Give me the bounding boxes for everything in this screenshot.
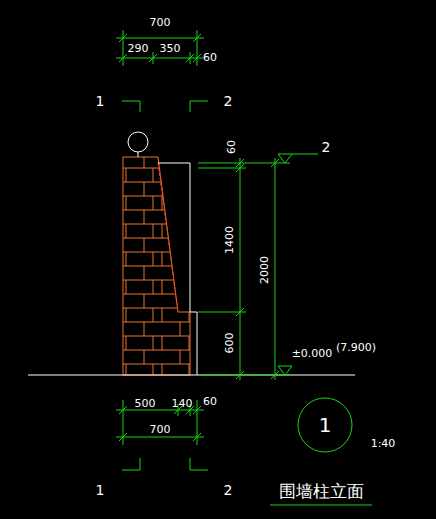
dimension-text: 600 xyxy=(224,333,235,354)
dimension-lines xyxy=(116,30,372,505)
dimension-text: 290 xyxy=(128,43,149,54)
dimension-text: 700 xyxy=(150,17,171,28)
dimension-text: (7.900) xyxy=(336,342,376,353)
dimension-text: 2 xyxy=(224,483,233,497)
dimension-text: 60 xyxy=(203,396,217,407)
dimension-text: 2 xyxy=(322,140,331,154)
dimension-text: 1 xyxy=(96,94,105,108)
dimension-text: ±0.000 xyxy=(292,348,333,359)
dimension-text: 1:40 xyxy=(371,438,396,449)
ground-line xyxy=(28,375,355,376)
drawing-title: 围墙柱立面 xyxy=(279,480,364,503)
dimension-text: 2 xyxy=(224,94,233,108)
dimension-text: 1 xyxy=(96,483,105,497)
dimension-text: 500 xyxy=(135,398,156,409)
dimension-text: 60 xyxy=(203,52,217,63)
dimension-text: 700 xyxy=(150,424,171,435)
dimension-text: 140 xyxy=(172,398,193,409)
detail-circle: 1 xyxy=(298,398,352,452)
brick-column xyxy=(123,132,197,375)
detail-number: 1 xyxy=(298,413,352,437)
dimension-text: 350 xyxy=(160,43,181,54)
dimension-text: 60 xyxy=(226,140,237,154)
dimension-text: 1400 xyxy=(224,226,235,254)
dimension-text: 2000 xyxy=(259,256,270,284)
